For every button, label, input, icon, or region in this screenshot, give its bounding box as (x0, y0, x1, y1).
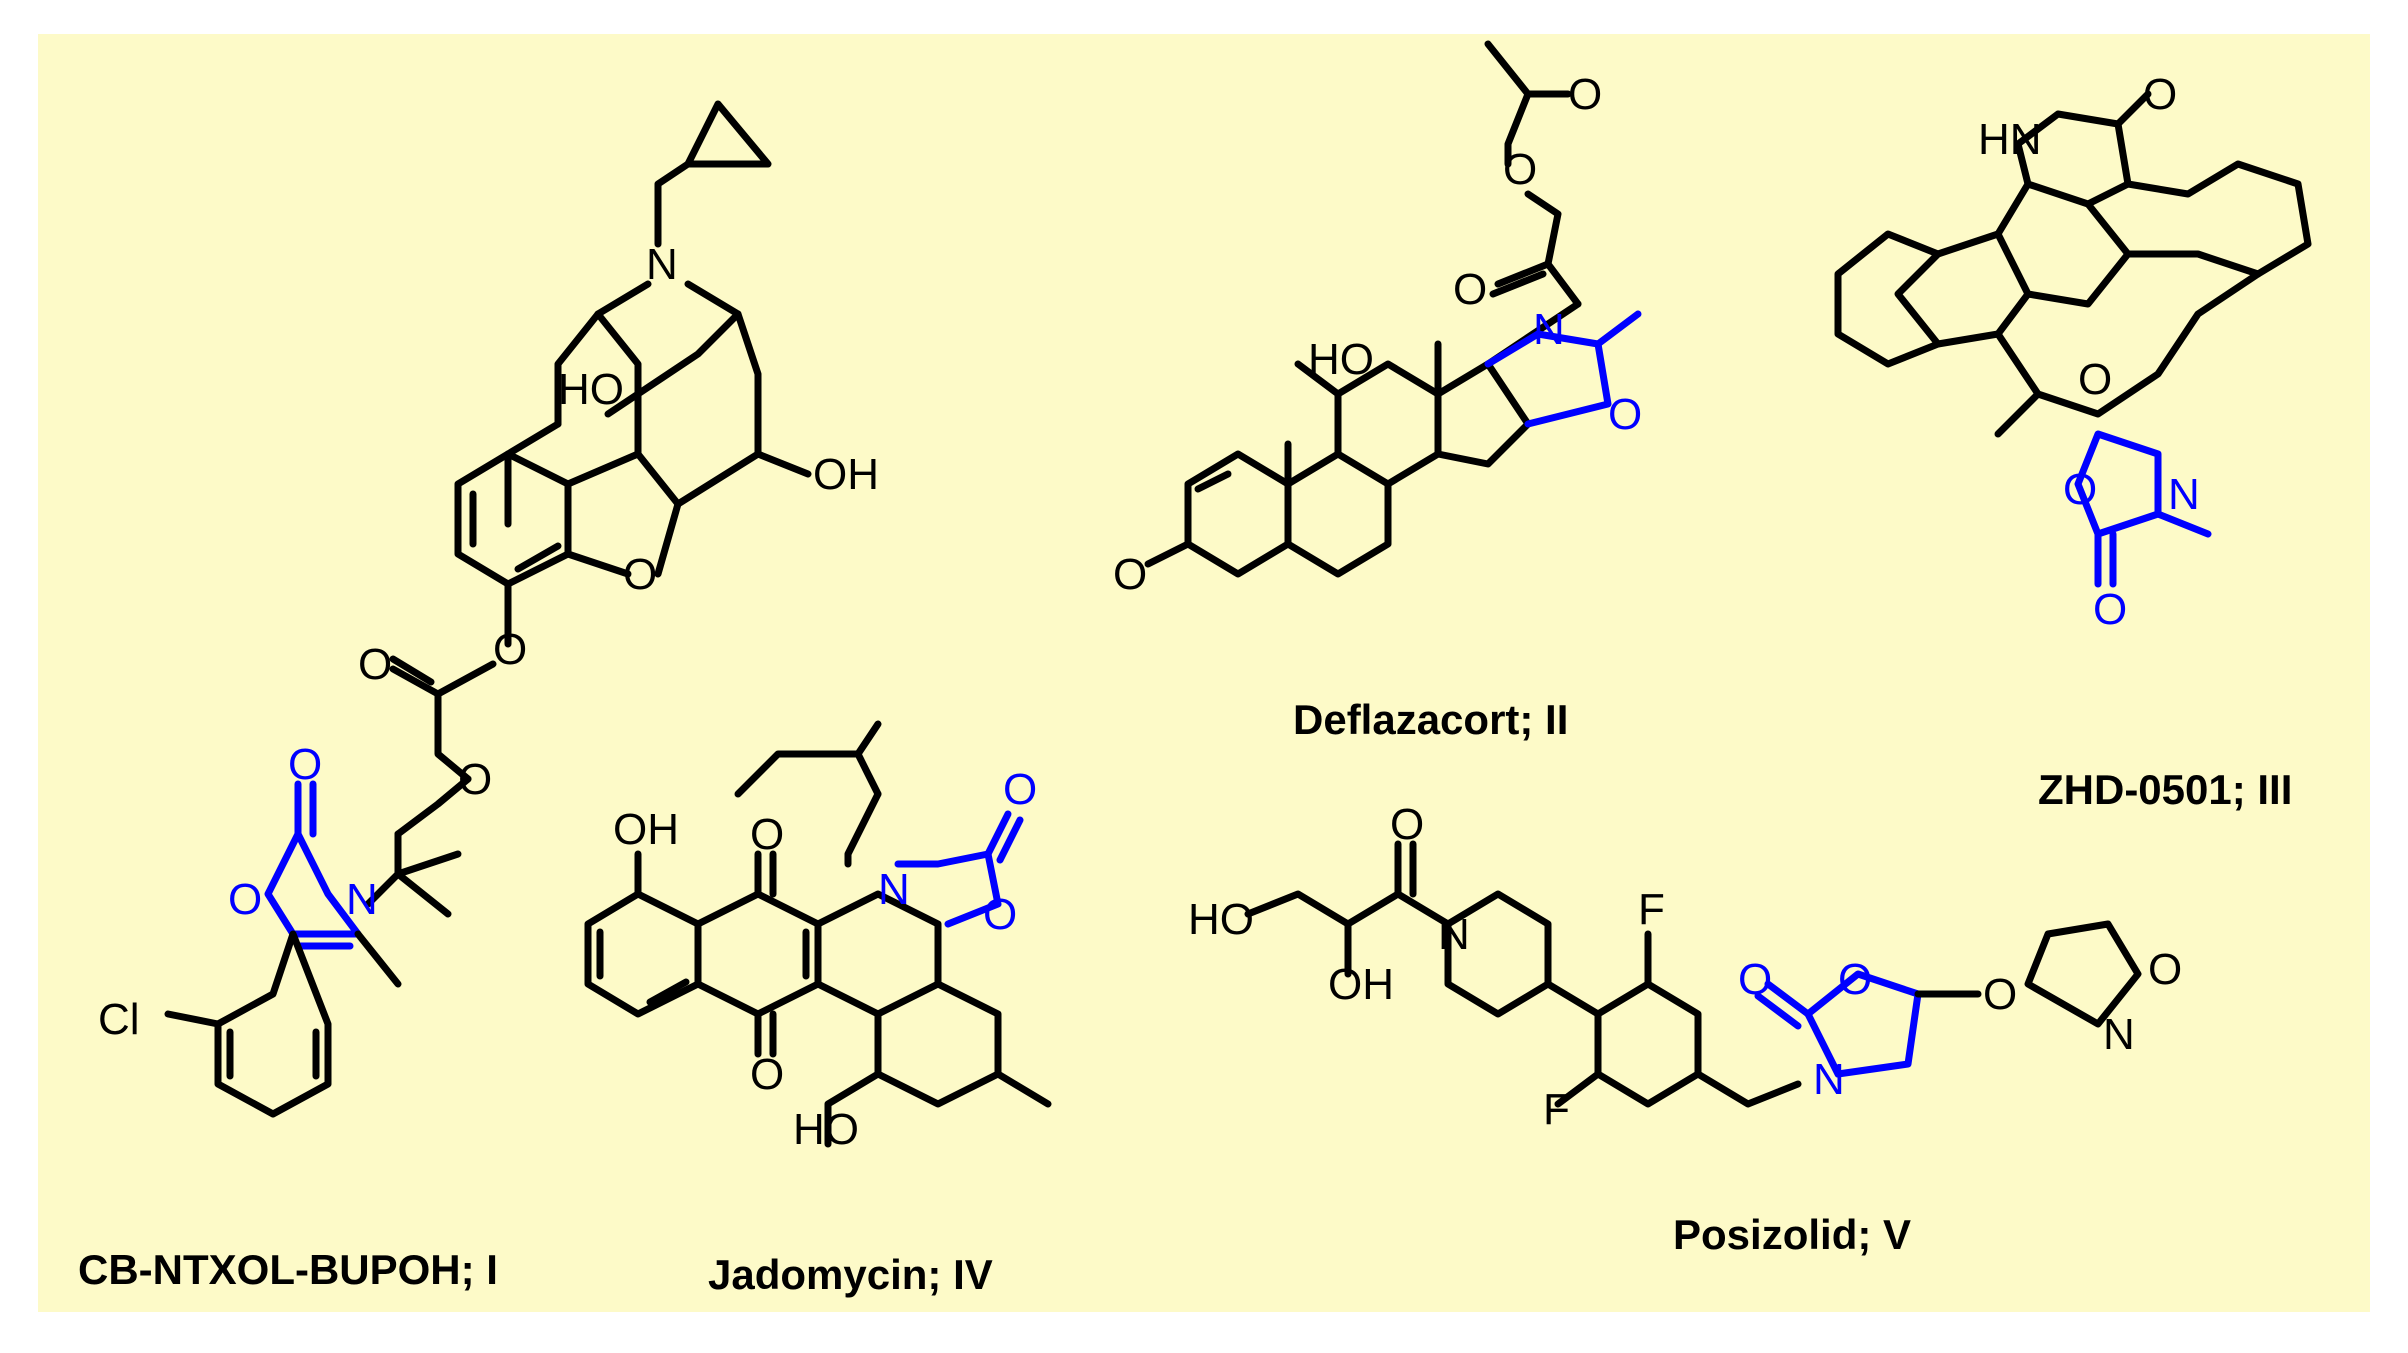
compound-2-caption: Deflazacort; II (1293, 696, 1568, 743)
compound-4-hydroxyl-oh: OH (613, 805, 679, 854)
compound-1-ring-o: O (623, 550, 657, 599)
compound-4-structure (584, 720, 1052, 1148)
compound-3-oxazolidinone-carbonyl-o: O (2093, 585, 2127, 634)
compound-4-oxazolone-n: N (878, 865, 910, 914)
compound-3-caption: ZHD-0501; III (2038, 766, 2292, 813)
compound-4-oxazolone-o: O (983, 890, 1017, 939)
compound-5-isoxazole-o: O (2148, 945, 2182, 994)
compound-5-isoxazole-n: N (2103, 1010, 2135, 1059)
compound-4-quinone-o-bottom: O (750, 1050, 784, 1099)
compound-2-acetyl-o: O (1568, 70, 1602, 119)
compound-1-amine-n: N (646, 240, 678, 289)
compound-5-piperidine-n: N (1438, 910, 1470, 959)
compound-3-ether-o: O (2078, 355, 2112, 404)
compound-1-oxazolone-o: O (228, 875, 262, 924)
compound-5-oxazolidinone-n: N (1813, 1055, 1845, 1104)
compound-1-hydroxyl-ho: HO (558, 365, 624, 414)
compound-2-ester-o: O (1503, 145, 1537, 194)
compound-3-lactam-o: O (2143, 70, 2177, 119)
compound-1-oxazolone-n: N (346, 875, 378, 924)
panel-background (38, 34, 2370, 1312)
compound-2-ketone-o: O (1453, 265, 1487, 314)
compound-3-oxazolidinone-o: O (2063, 465, 2097, 514)
compound-5-hydroxyl-oh: OH (1328, 960, 1394, 1009)
compound-3-oxazolidinone-n: N (2168, 470, 2200, 519)
compound-1-carbonyl-o: O (358, 640, 392, 689)
compound-3-structure (1834, 90, 2312, 588)
compound-5-structure (1244, 840, 2142, 1108)
compound-1-oxazolone-carbonyl-o: O (288, 740, 322, 789)
compound-1-hydroxyl-oh: OH (813, 450, 879, 499)
compound-2-oxazoline-o: O (1608, 390, 1642, 439)
figure-panel: N HO OH O O O O O N O Cl OH O O HO (38, 34, 2370, 1312)
compound-2-oxazoline-n: N (1533, 305, 1565, 354)
compound-4-quinone-o-top: O (750, 810, 784, 859)
compound-1-carbonate-o: O (493, 625, 527, 674)
compound-5-hydroxyl-ho: HO (1188, 895, 1254, 944)
compound-5-ether-o: O (1983, 970, 2017, 1019)
compound-2-dienone-o: O (1113, 550, 1147, 599)
compound-3-lactam-hn: HN (1978, 115, 2042, 164)
compound-5-fluorine-top: F (1638, 885, 1665, 934)
compound-5-caption: Posizolid; V (1673, 1211, 1911, 1258)
compound-5-oxazolidinone-o: O (1838, 955, 1872, 1004)
compound-4-oxazolone-carbonyl-o: O (1003, 765, 1037, 814)
compound-1-caption: CB-NTXOL-BUPOH; I (78, 1246, 498, 1293)
compound-5-fluorine-bottom: F (1543, 1085, 1570, 1134)
compound-1-ester-o: O (458, 755, 492, 804)
compound-1-chlorine: Cl (98, 995, 140, 1044)
compound-5-oxazolidinone-carbonyl-o: O (1738, 955, 1772, 1004)
structures-figure: N HO OH O O O O O N O Cl OH O O HO (38, 34, 2370, 1312)
compound-4-hydroxyl-ho: HO (793, 1105, 859, 1154)
compound-5-amide-o: O (1390, 800, 1424, 849)
compound-4-caption: Jadomycin; IV (708, 1251, 993, 1298)
compound-2-structure (1144, 40, 1642, 578)
compound-1-structure (164, 100, 812, 1118)
compound-2-hydroxyl-ho: HO (1308, 335, 1374, 384)
